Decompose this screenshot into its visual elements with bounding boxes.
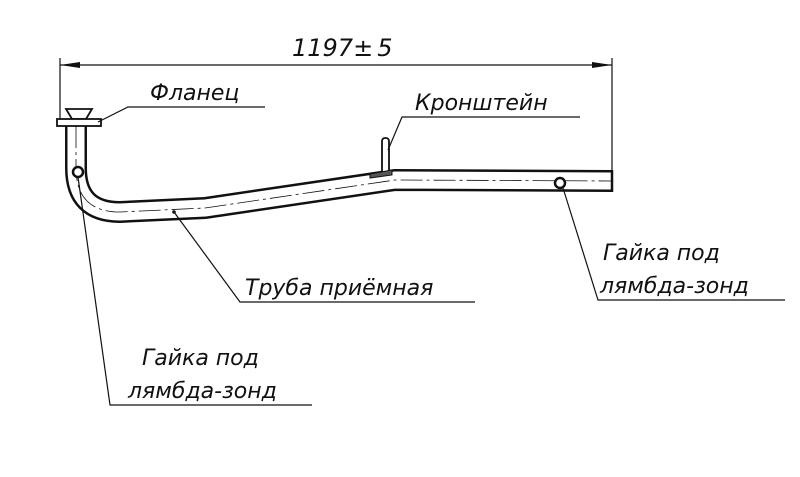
lambda-nut-right bbox=[553, 176, 567, 190]
label-bracket: Кронштейн bbox=[415, 91, 548, 116]
lambda-nut-left bbox=[71, 165, 85, 179]
flange bbox=[56, 108, 102, 127]
pipe bbox=[65, 126, 614, 224]
callout-nut-right: Гайка под лямбда-зонд bbox=[562, 187, 785, 301]
bracket bbox=[369, 137, 393, 179]
label-flange: Фланец bbox=[150, 81, 239, 106]
label-pipe: Труба приёмная bbox=[245, 276, 433, 301]
callout-pipe: Труба приёмная bbox=[172, 210, 475, 303]
callout-flange: Фланец bbox=[97, 81, 265, 123]
label-nut-right-1: Гайка под bbox=[603, 241, 720, 266]
dimension-1197: 1197±5 bbox=[59, 34, 613, 172]
label-nut-left-1: Гайка под bbox=[142, 346, 259, 371]
pipe-centerline bbox=[75, 126, 613, 213]
callout-nut-left: Гайка под лямбда-зонд bbox=[77, 176, 312, 406]
label-nut-left-2: лямбда-зонд bbox=[127, 379, 277, 404]
dimension-text: 1197±5 bbox=[292, 34, 392, 62]
callout-bracket: Кронштейн bbox=[387, 91, 580, 151]
label-nut-right-2: лямбда-зонд bbox=[599, 274, 749, 299]
